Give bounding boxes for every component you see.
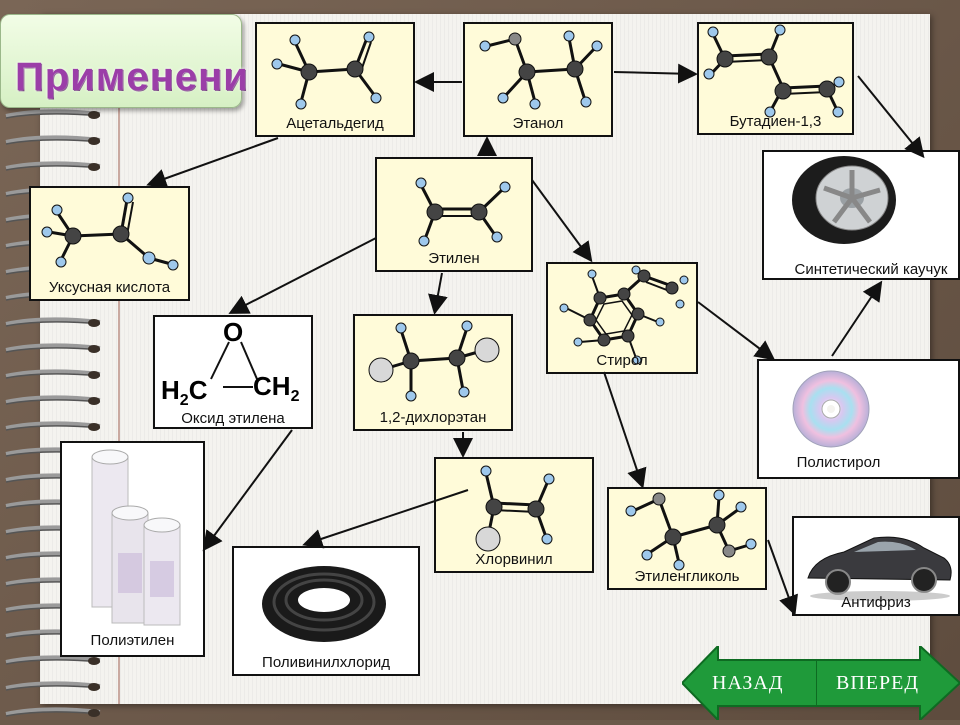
margin-line <box>118 14 120 704</box>
formula-left-c: C <box>188 375 208 405</box>
binding-ring <box>4 342 104 354</box>
node-label: Этанол <box>512 115 564 132</box>
acetaldehyde-molecule-icon <box>271 31 382 110</box>
node-styrene[interactable]: Стирол <box>546 262 698 374</box>
node-ethylene-glycol[interactable]: Этиленгликоль <box>607 487 767 590</box>
node-butadiene[interactable]: Бутадиен-1,3 <box>697 22 854 135</box>
vinyl-chloride-molecule-icon <box>475 465 555 552</box>
node-polystyrene[interactable]: Полистирол <box>757 359 960 479</box>
binding-ring <box>4 420 104 432</box>
pvc-cable-coil-image <box>262 566 386 642</box>
node-label: Оксид этилена <box>181 410 285 427</box>
ethylene-molecule-icon <box>415 177 511 247</box>
node-label: Этилен <box>428 250 480 267</box>
node-acetic-acid[interactable]: Уксусная кислота <box>29 186 190 301</box>
binding-ring <box>4 394 104 406</box>
page-title: Применени <box>15 55 249 99</box>
node-ethylene-oxide[interactable]: O H2C CH2 Оксид этилена <box>153 315 313 429</box>
node-ethanol[interactable]: Этанол <box>463 22 613 137</box>
formula-right-ch: CH <box>253 371 291 401</box>
tire-image <box>792 156 896 244</box>
formula-right-sub: 2 <box>290 388 300 406</box>
arrow-right-icon <box>816 646 960 720</box>
node-label: Антифриз <box>841 594 911 611</box>
title-panel: Применени <box>0 14 248 108</box>
binding-ring <box>4 160 104 172</box>
dichloroethane-molecule-icon <box>368 320 500 402</box>
arrow-left-icon <box>682 646 822 720</box>
binding-ring <box>4 368 104 380</box>
oxygen-symbol: O <box>223 317 244 347</box>
node-pvc[interactable]: Поливинилхлорид <box>232 546 420 676</box>
styrene-molecule-icon <box>559 265 689 365</box>
binding-ring <box>4 108 104 120</box>
node-antifreeze[interactable]: Антифриз <box>792 516 960 616</box>
forward-button[interactable]: ВПЕРЕД <box>816 646 960 720</box>
node-label: Синтетический каучук <box>794 261 948 278</box>
formula-left-h: H <box>161 375 180 405</box>
node-acetaldehyde[interactable]: Ацетальдегид <box>255 22 415 137</box>
formula-left: H2C <box>161 375 207 410</box>
binding-ring <box>4 680 104 692</box>
node-label: Полиэтилен <box>90 632 175 649</box>
node-ethylene[interactable]: Этилен <box>375 157 533 272</box>
node-label: Хлорвинил <box>475 551 553 568</box>
binding-ring <box>4 134 104 146</box>
cd-disc-image <box>792 370 870 448</box>
node-vinyl-chloride[interactable]: Хлорвинил <box>434 457 594 573</box>
binding-ring <box>4 654 104 666</box>
binding-ring <box>4 316 104 328</box>
car-image <box>807 536 952 601</box>
node-dichloroethane[interactable]: 1,2-дихлорэтан <box>353 314 513 431</box>
acetic-acid-molecule-icon <box>41 192 179 271</box>
node-label: Этиленгликоль <box>634 568 740 585</box>
back-button-label: НАЗАД <box>712 672 784 694</box>
node-label: Поливинилхлорид <box>262 654 390 671</box>
node-label: Полистирол <box>796 454 881 471</box>
formula-right: CH2 <box>253 371 299 406</box>
binding-ring <box>4 706 104 718</box>
node-polyethylene[interactable]: Полиэтилен <box>60 441 205 657</box>
ethylene-oxide-formula <box>210 341 258 388</box>
formula-left-sub: 2 <box>179 392 189 410</box>
node-label: Уксусная кислота <box>48 279 171 296</box>
node-synthetic-rubber[interactable]: Синтетический каучук <box>762 150 960 280</box>
butadiene-molecule-icon <box>703 24 845 118</box>
node-label: Стирол <box>596 352 648 369</box>
node-label: Ацетальдегид <box>286 115 384 132</box>
node-label: Бутадиен-1,3 <box>729 113 822 130</box>
forward-button-label: ВПЕРЕД <box>836 672 919 694</box>
polyethylene-rolls-image <box>91 449 181 626</box>
ethylene-glycol-molecule-icon <box>625 489 757 571</box>
node-label: 1,2-дихлорэтан <box>379 409 487 426</box>
back-button[interactable]: НАЗАД <box>682 646 822 720</box>
ethanol-molecule-icon <box>479 30 603 110</box>
